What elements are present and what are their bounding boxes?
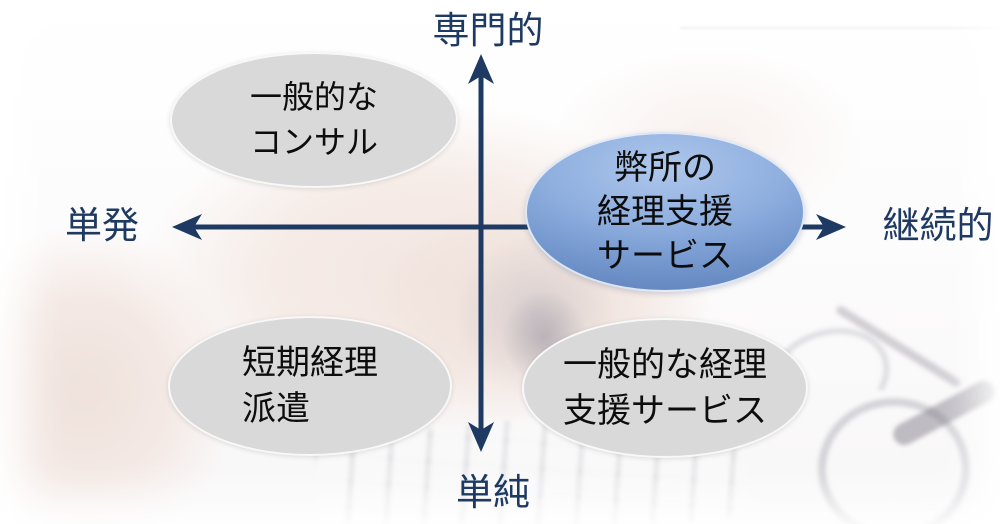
bubble-short-term-accounting-dispatch: 短期経理 派遣 xyxy=(168,316,452,456)
bubble-general-accounting-support-service: 一般的な経理 支援サービス xyxy=(522,318,808,458)
background-desk-edge xyxy=(680,27,1000,29)
bubble-text-line: 派遣 xyxy=(242,390,310,428)
axis-label-simple: 単純 xyxy=(456,472,530,513)
bubble-text-line: コンサル xyxy=(249,124,378,160)
axis-label-continuous: 継続的 xyxy=(882,205,994,246)
bubble-text-line: サービス xyxy=(597,237,733,275)
bubble-text-line: 支援サービス xyxy=(563,392,767,430)
bubble-text-line: 弊所の xyxy=(614,149,716,187)
arrowhead-up-icon xyxy=(468,54,494,84)
axis-label-one-off: 単発 xyxy=(65,205,139,246)
axis-label-specialized: 専門的 xyxy=(432,10,544,51)
bubble-text-line: 一般的な経理 xyxy=(563,346,767,384)
bubble-text-line: 経理支援 xyxy=(597,193,733,231)
bubble-label: 弊所の 経理支援 サービス xyxy=(597,146,733,278)
bubble-label: 短期経理 派遣 xyxy=(242,340,378,432)
bubble-label: 一般的な経理 支援サービス xyxy=(563,342,767,434)
bubble-text-line: 短期経理 xyxy=(242,344,378,382)
arrowhead-right-icon xyxy=(816,214,846,240)
bubble-label: 一般的な コンサル xyxy=(250,75,378,165)
bubble-our-accounting-support-service: 弊所の 経理支援 サービス xyxy=(525,132,805,292)
bubble-text-line: 一般的な xyxy=(249,79,378,115)
background-eyeglasses-lens xyxy=(818,398,970,524)
bubble-general-consulting: 一般的な コンサル xyxy=(170,52,458,188)
arrowhead-down-icon xyxy=(468,422,494,452)
arrowhead-left-icon xyxy=(172,214,202,240)
